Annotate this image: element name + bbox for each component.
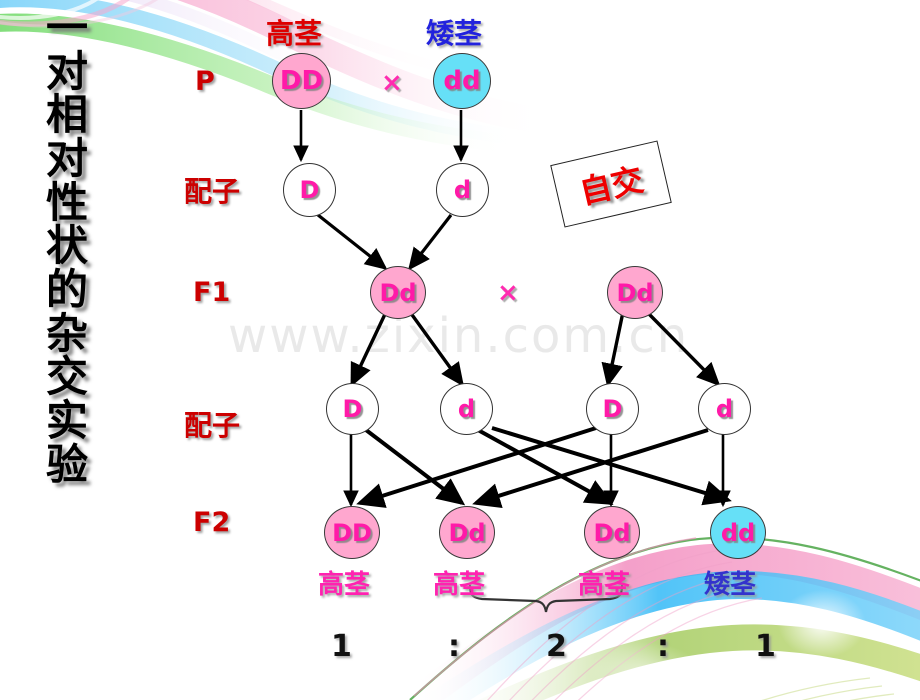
title-char: 对 [45,134,88,184]
parent-genotype-dd-dominant[interactable]: DD [272,53,331,109]
parent-trait-dwarf: 矮茎 [426,17,483,50]
row-label-gametes-f1: 配子 [184,409,241,442]
ratio-separator-1: : [448,629,460,664]
f2-phenotype-1: 高茎 [318,570,371,600]
gamete-f1-1[interactable]: D [326,383,379,435]
f2-genotype-3[interactable]: Dd [584,506,640,559]
f2-genotype-1[interactable]: DD [324,506,380,559]
gamete-f1-3[interactable]: D [586,383,639,435]
row-label-p: P [195,66,215,97]
row-label-gametes-p: 配子 [184,175,241,208]
self-cross-label: 自交 [575,160,647,212]
cross-symbol-f1: × [497,278,519,308]
title-char: 性 [45,177,88,227]
row-label-f1: F1 [193,277,231,308]
f2-phenotype-4: 矮茎 [704,570,757,600]
title-char: 状 [45,221,88,271]
page-title: 一 对 相 对 性 状 的 杂 交 实 验 [24,6,110,486]
f1-genotype-right[interactable]: Dd [607,266,663,319]
gamete-f1-4[interactable]: d [698,383,751,435]
f2-phenotype-3: 高茎 [578,570,631,600]
f2-genotype-2[interactable]: Dd [439,506,495,559]
ratio-separator-2: : [657,629,669,664]
title-char: 实 [45,396,88,446]
parent-trait-tall: 高茎 [266,17,323,50]
parent-genotype-dd-recessive[interactable]: dd [433,53,491,109]
f2-phenotype-2: 高茎 [433,570,486,600]
cross-symbol-p: × [381,68,403,98]
title-char: 一 [45,3,88,52]
site-watermark: www.zixin.com.cn [228,308,690,364]
row-label-f2: F2 [193,507,231,538]
ratio-value-3: 1 [755,629,776,664]
title-char: 杂 [45,308,88,358]
gamete-p-left[interactable]: D [283,163,336,217]
ratio-value-2: 2 [546,629,567,664]
title-char: 相 [45,90,88,140]
title-char: 的 [45,265,88,315]
f1-genotype-left[interactable]: Dd [370,266,426,319]
title-char: 交 [45,352,88,402]
gamete-f1-2[interactable]: d [440,383,493,435]
f2-genotype-4[interactable]: dd [710,506,766,559]
title-char: 验 [45,439,88,489]
ratio-value-1: 1 [331,629,352,664]
title-char: 对 [45,46,88,96]
gamete-p-right[interactable]: d [436,163,489,217]
